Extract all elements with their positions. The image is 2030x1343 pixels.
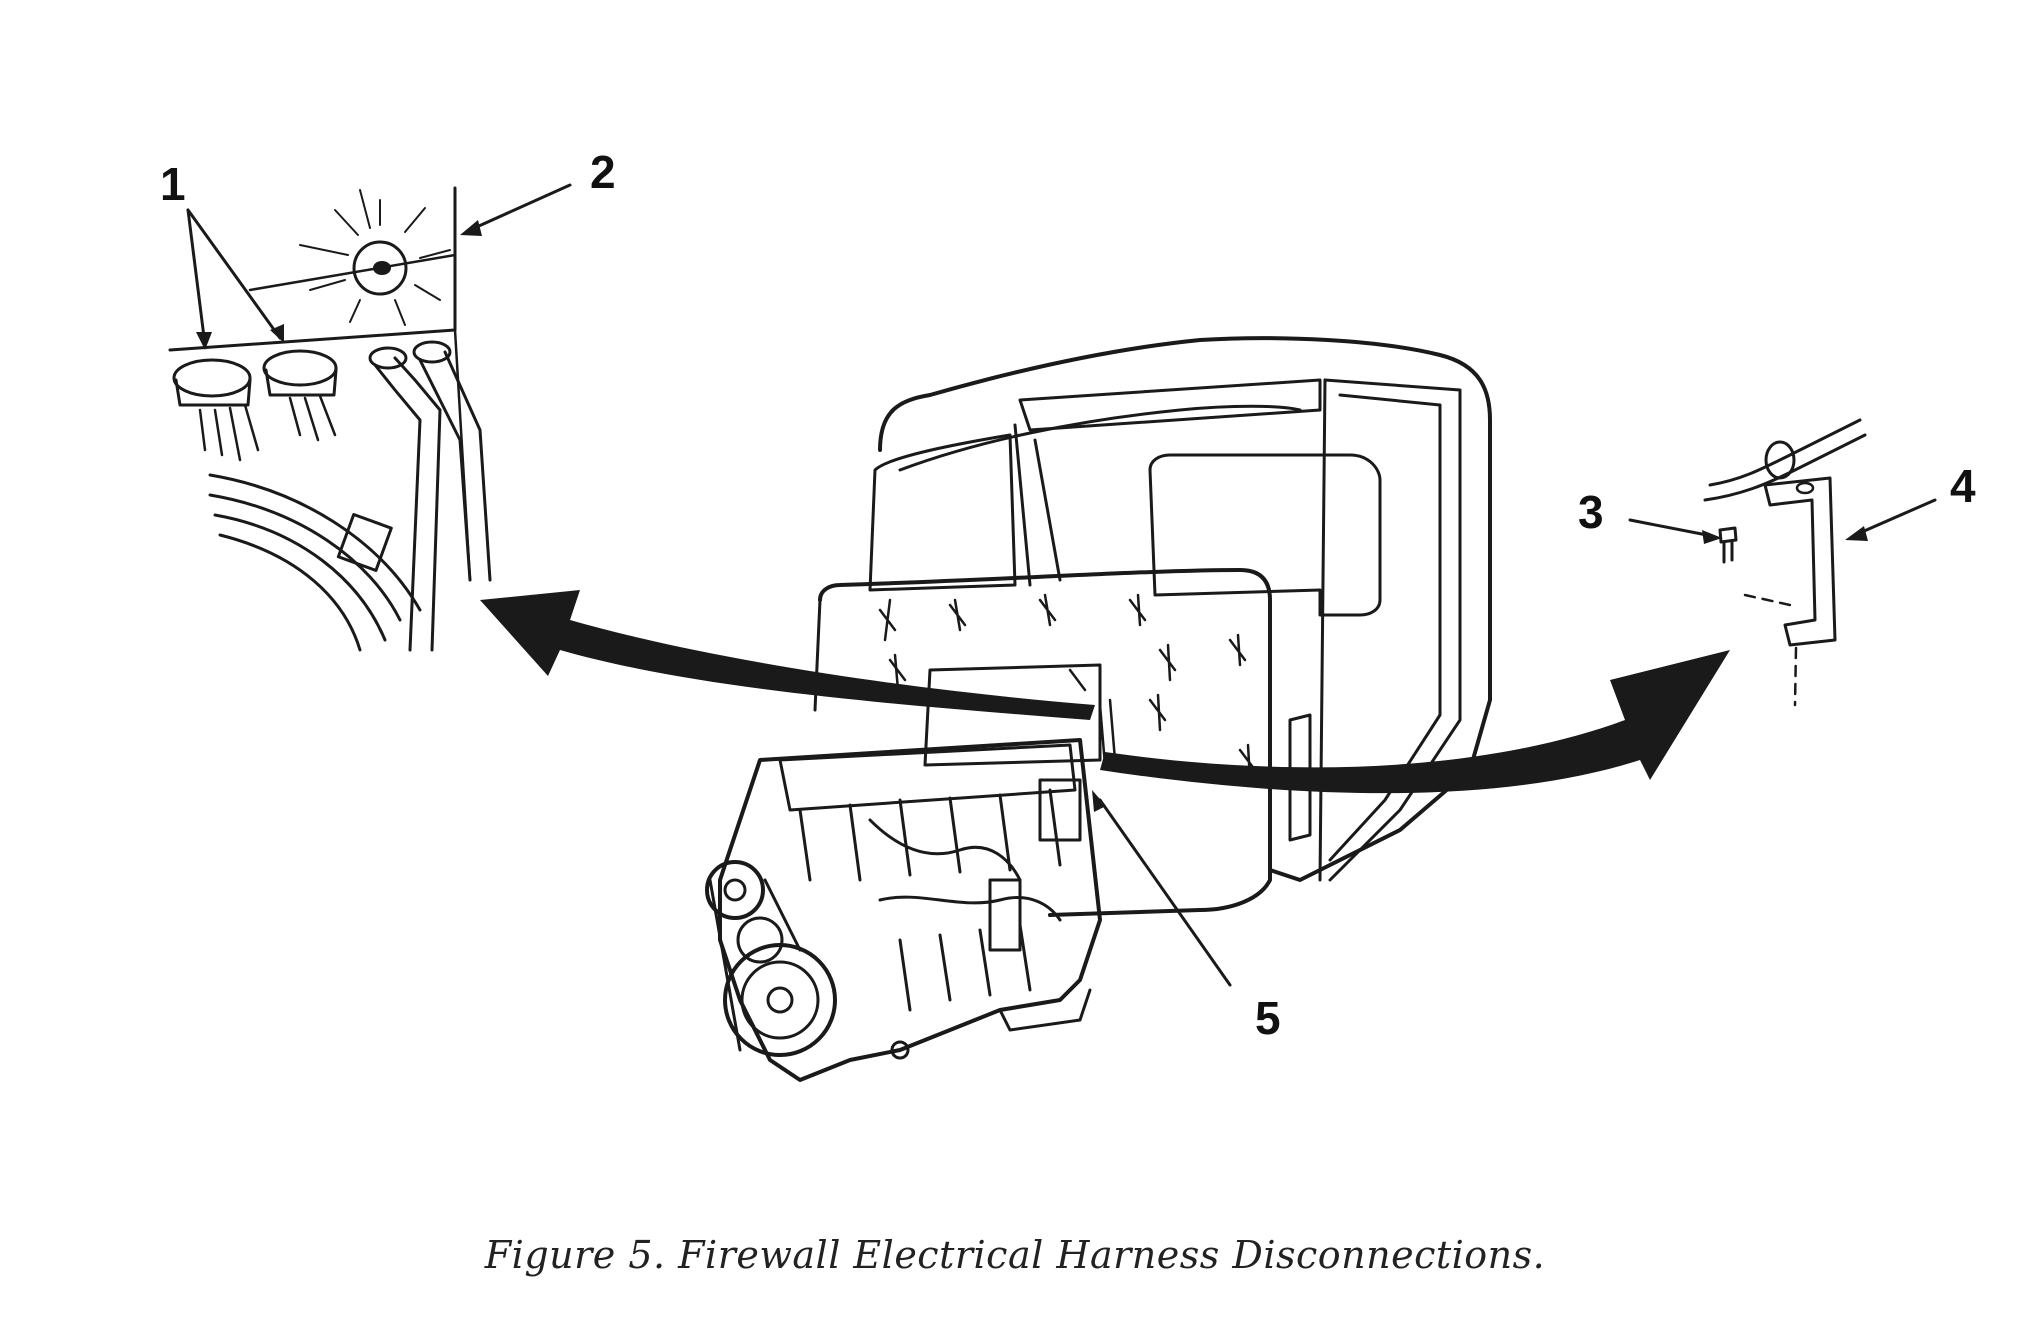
callout-4: 4 [1950, 460, 1976, 512]
grommet-sunburst [299, 189, 451, 326]
detail-arrow-left [480, 590, 1095, 720]
wiring-bundle [208, 473, 422, 652]
harness-connector-left [172, 358, 260, 462]
harness-clamp-detail [1628, 418, 1937, 707]
callout-5: 5 [1255, 992, 1281, 1044]
callout-2: 2 [590, 146, 616, 198]
figure-caption: Figure 5. Firewall Electrical Harness Di… [484, 1233, 1546, 1277]
harness-connector-right [262, 349, 338, 442]
truck-cab [813, 336, 1492, 917]
callout-1: 1 [160, 158, 186, 210]
firewall-connector-detail [168, 183, 572, 652]
engine [705, 698, 1117, 1082]
callout-3: 3 [1578, 486, 1604, 538]
hose-fittings [368, 340, 492, 652]
detail-arrow-right [1100, 650, 1730, 794]
